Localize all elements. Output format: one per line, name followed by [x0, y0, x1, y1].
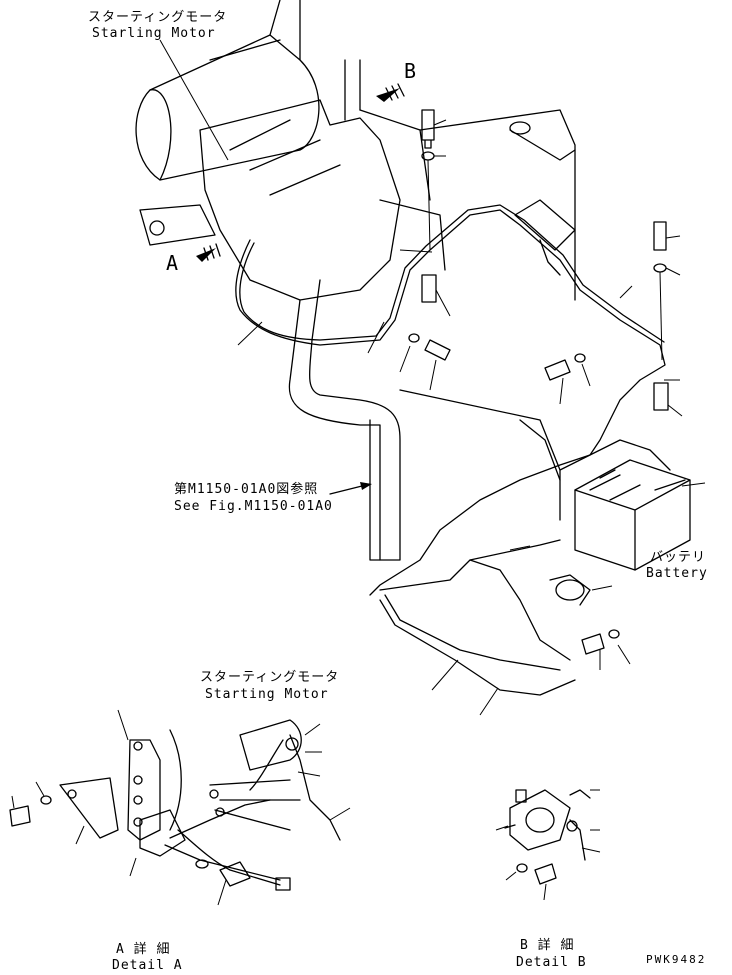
detail-b-label-en: Detail B	[516, 955, 587, 970]
relay-drawing	[514, 199, 591, 606]
wiring-harness	[235, 204, 671, 696]
detail-b-drawing	[495, 789, 601, 901]
frame-drawing	[379, 109, 576, 521]
drawing-code: PWK9482	[646, 953, 707, 966]
detail-a-drawing	[9, 709, 301, 906]
starting-motor-mid-label-en: Starting Motor	[205, 687, 329, 702]
starting-motor-mid-label-jp: スターティングモータ	[200, 670, 340, 685]
battery-label-en: Battery	[646, 566, 708, 581]
arrow-a-label: A	[166, 251, 179, 275]
battery-label-jp: バッテリ	[650, 550, 707, 565]
starting-motor-label-jp: スターティングモータ	[88, 10, 228, 25]
see-fig-label-en: See Fig.M1150-01A0	[174, 499, 333, 514]
exhaust-pipe-drawing	[288, 279, 401, 561]
arrow-b-label: B	[404, 59, 417, 83]
battery-drawing	[574, 459, 691, 571]
arrow-a-icon	[196, 243, 221, 262]
arrow-b-icon	[376, 83, 405, 102]
bolt-washers-main	[408, 109, 669, 655]
detail-a-label-en: Detail A	[112, 958, 183, 973]
detail-b-label-jp: B 詳 細	[520, 938, 575, 953]
see-fig-arrow-icon	[329, 482, 372, 495]
detail-a-label-jp: A 詳 細	[116, 942, 171, 957]
muffler-drawing	[135, 0, 320, 181]
starting-motor-mid-drawing	[239, 719, 351, 841]
starting-motor-label-en: Starling Motor	[92, 26, 216, 41]
leader-lines-main	[159, 39, 706, 716]
see-fig-label-jp: 第M1150-01A0図参照	[174, 482, 319, 497]
